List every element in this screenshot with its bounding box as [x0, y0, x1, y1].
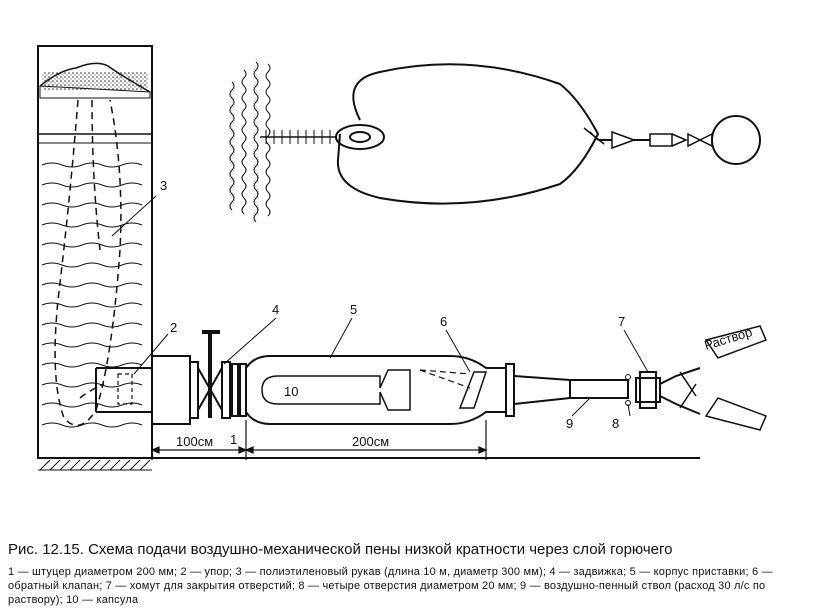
label-1: 1	[230, 432, 237, 447]
label-3: 3	[160, 178, 167, 193]
foam-supply-diagram: 3 2 4 5 6 7 10 9 8 1 100см 200см Раствор	[37, 45, 767, 471]
caption-legend: 1 — штуцер диаметром 200 мм; 2 — упор; 3…	[8, 565, 816, 607]
label-7: 7	[618, 314, 625, 329]
label-2: 2	[170, 320, 177, 335]
legend-item-8: 8 — четыре отверстия диаметром 20 мм;	[298, 580, 520, 592]
label-4: 4	[272, 302, 279, 317]
label-6: 6	[440, 314, 447, 329]
legend-item-5: 5 — корпус приставки;	[629, 566, 752, 578]
legend-item-3: 3 — полиэтиленовый рукав (длина 10 м, ди…	[235, 566, 550, 578]
figure-caption: Рис. 12.15. Схема подачи воздушно-механи…	[8, 540, 816, 607]
ground-hatch	[39, 459, 151, 471]
polyethylene-hose	[54, 99, 122, 427]
label-rastvor: Раствор	[702, 324, 753, 353]
leader-lines	[111, 195, 649, 417]
caption-title: Рис. 12.15. Схема подачи воздушно-механи…	[8, 541, 673, 558]
legend-item-1: 1 — штуцер диаметром 200 мм;	[8, 566, 181, 578]
gate-valve	[189, 330, 231, 419]
legend-item-7: 7 — хомут для закрытия отверстий;	[105, 580, 299, 592]
top-view	[260, 63, 761, 205]
label-10: 10	[284, 384, 298, 399]
flange-1	[231, 363, 247, 417]
legend-item-10: 10 — капсула	[66, 594, 139, 606]
wave-marks	[229, 61, 271, 223]
legend-item-9: 9 — воздушно-пенный ствол (расход 30 л/с…	[8, 580, 766, 606]
foam-nozzle	[513, 374, 631, 406]
legend-item-4: 4 — задвижка;	[549, 566, 630, 578]
label-9: 9	[566, 416, 573, 431]
capsule	[261, 369, 411, 411]
dimension-200cm: 200см	[352, 434, 389, 449]
label-8: 8	[612, 416, 619, 431]
legend-item-6: 6 — обратный клапан;	[8, 566, 773, 592]
check-valve	[419, 369, 488, 409]
nozzle-fitting	[95, 355, 191, 425]
legend-item-2: 2 — упор;	[180, 566, 236, 578]
attachment-body	[245, 355, 515, 425]
clamp	[635, 367, 701, 415]
dimension-lines	[150, 420, 488, 460]
dimension-100cm: 100см	[176, 434, 213, 449]
solution-inlet	[704, 325, 767, 431]
foam-layer	[42, 72, 148, 90]
label-5: 5	[350, 302, 357, 317]
